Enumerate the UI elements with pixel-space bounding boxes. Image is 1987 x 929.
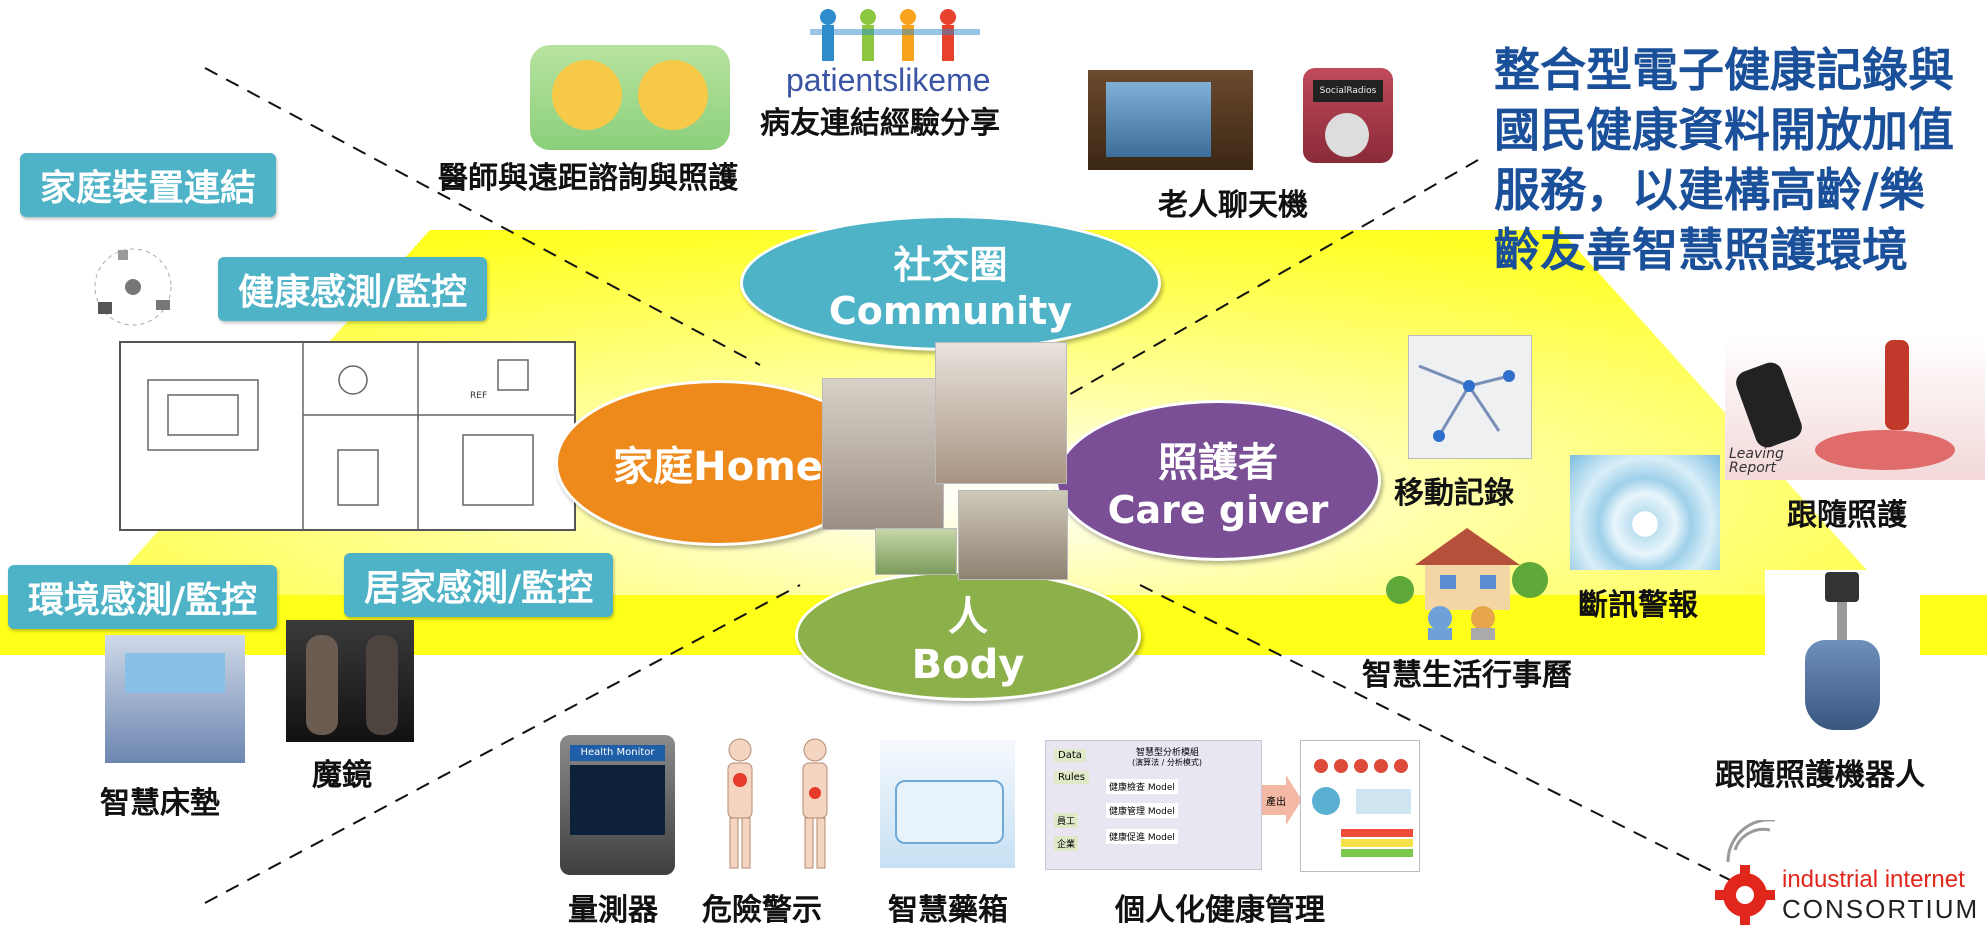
- chat-machine-label: 老人聊天機: [1158, 188, 1308, 223]
- follow-robot-photo: [1765, 570, 1920, 735]
- danger-alert-anatomy: [727, 738, 828, 869]
- caregiver-zh: 照護者: [1158, 439, 1278, 486]
- home-device-illustration: [94, 248, 172, 326]
- disconnect-alarm-icon: [1570, 455, 1720, 570]
- title-line: 國民健康資料開放加值: [1494, 103, 1954, 157]
- title-line: 整合型電子健康記錄與: [1494, 43, 1954, 97]
- model-1: 健康檢查 Model: [1106, 779, 1178, 794]
- caregiver-en: Care giver: [1107, 487, 1329, 532]
- model-arrow-text: 產出: [1266, 797, 1286, 808]
- tag-text: 家庭裝置連結: [40, 168, 257, 209]
- follow-care-label: 跟隨照護: [1787, 498, 1907, 533]
- slide-title: 整合型電子健康記錄與 國民健康資料開放加值 服務，以建構高齡/樂 齡友善智慧照護…: [1494, 40, 1954, 280]
- leaving-report-text: Leaving Report: [1729, 446, 1784, 476]
- model-side1: 員工: [1054, 813, 1079, 828]
- mobile-record-label: 移動記錄: [1394, 476, 1514, 511]
- model-title: 智慧型分析模組: [1136, 748, 1200, 758]
- tag-env-sensing: 環境感測/監控: [8, 565, 278, 629]
- body-zh: 人: [948, 593, 988, 640]
- model-3: 健康促進 Model: [1106, 829, 1178, 844]
- garden-photo: [875, 528, 957, 575]
- smart-calendar-label: 智慧生活行事曆: [1362, 658, 1572, 693]
- doctor-nurse-cartoon: [530, 45, 730, 150]
- mobile-record-map: [1408, 335, 1532, 459]
- personal-health-label: 個人化健康管理: [1115, 893, 1325, 928]
- tag-text: 環境感測/監控: [28, 580, 258, 621]
- tag-text: 健康感測/監控: [238, 272, 468, 313]
- title-line: 齡友善智慧照護環境: [1494, 223, 1908, 277]
- floor-plan: REF: [119, 341, 576, 531]
- danger-alert-label: 危險警示: [702, 893, 822, 928]
- smart-calendar-house-icon: [1386, 528, 1548, 640]
- elderly-man-photo: [935, 342, 1067, 484]
- tv-photo: [1088, 70, 1253, 170]
- model-side2: 企業: [1054, 836, 1079, 851]
- meter-label: 量測器: [568, 893, 658, 928]
- health-monitor-text: Health Monitor: [570, 745, 665, 761]
- model-rules: Rules: [1054, 771, 1089, 784]
- body-en: Body: [911, 641, 1025, 688]
- follow-care-illustration: Leaving Report: [1725, 335, 1985, 480]
- magic-mirror-photo: [286, 620, 414, 742]
- ellipse-body: 人 Body: [795, 570, 1141, 701]
- tag-device-link: 家庭裝置連結: [20, 153, 277, 217]
- tag-health-sensing: 健康感測/監控: [218, 257, 488, 321]
- smart-mattress-photo: [105, 635, 245, 763]
- chat-radio-photo: SocialRadios: [1303, 68, 1393, 163]
- smiling-man-photo: [958, 490, 1068, 580]
- health-model-diagram: Data Rules 智慧型分析模組 (演算法 / 分析模式) 健康檢查 Mod…: [1045, 740, 1262, 870]
- meter-device-photo: Health Monitor: [560, 735, 675, 875]
- disconnect-alarm-label: 斷訊警報: [1578, 588, 1698, 623]
- patientslikeme-figures-icon: [810, 9, 980, 61]
- model-2: 健康管理 Model: [1106, 803, 1178, 818]
- smart-mattress-label: 智慧床墊: [100, 786, 220, 821]
- iic-logo-line2: CONSORTIUM: [1782, 894, 1980, 924]
- telecare-label: 醫師與遠距諮詢與照護: [438, 161, 738, 196]
- patientslikeme-logo: patientslikeme: [786, 62, 991, 98]
- model-sub: (演算法 / 分析模式): [1132, 758, 1203, 767]
- model-data: Data: [1054, 749, 1086, 762]
- tag-home-sensing: 居家感測/監控: [344, 553, 614, 617]
- ellipse-caregiver: 照護者 Care giver: [1055, 400, 1381, 561]
- ref-label: REF: [470, 391, 487, 401]
- iic-logo-line1: industrial internet: [1782, 866, 1965, 893]
- patients-caption: 病友連結經驗分享: [760, 106, 1000, 141]
- follow-robot-label: 跟隨照護機器人: [1715, 758, 1925, 793]
- community-zh: 社交圈: [893, 242, 1008, 287]
- smart-pillbox-photo: [880, 740, 1015, 868]
- smart-pillbox-label: 智慧藥箱: [888, 893, 1008, 928]
- magic-mirror-label: 魔鏡: [312, 758, 372, 793]
- iic-gear-icon: [1715, 820, 1775, 925]
- title-line: 服務，以建構高齡/樂: [1494, 163, 1925, 217]
- radio-screen: SocialRadios: [1313, 80, 1383, 102]
- health-report-dashboard: [1300, 740, 1420, 872]
- tag-text: 居家感測/監控: [364, 568, 594, 609]
- ellipse-community: 社交圈 Community: [740, 215, 1161, 351]
- home-label: 家庭Home: [613, 444, 823, 490]
- community-en: Community: [828, 288, 1073, 333]
- elderly-woman-photo: [822, 378, 944, 530]
